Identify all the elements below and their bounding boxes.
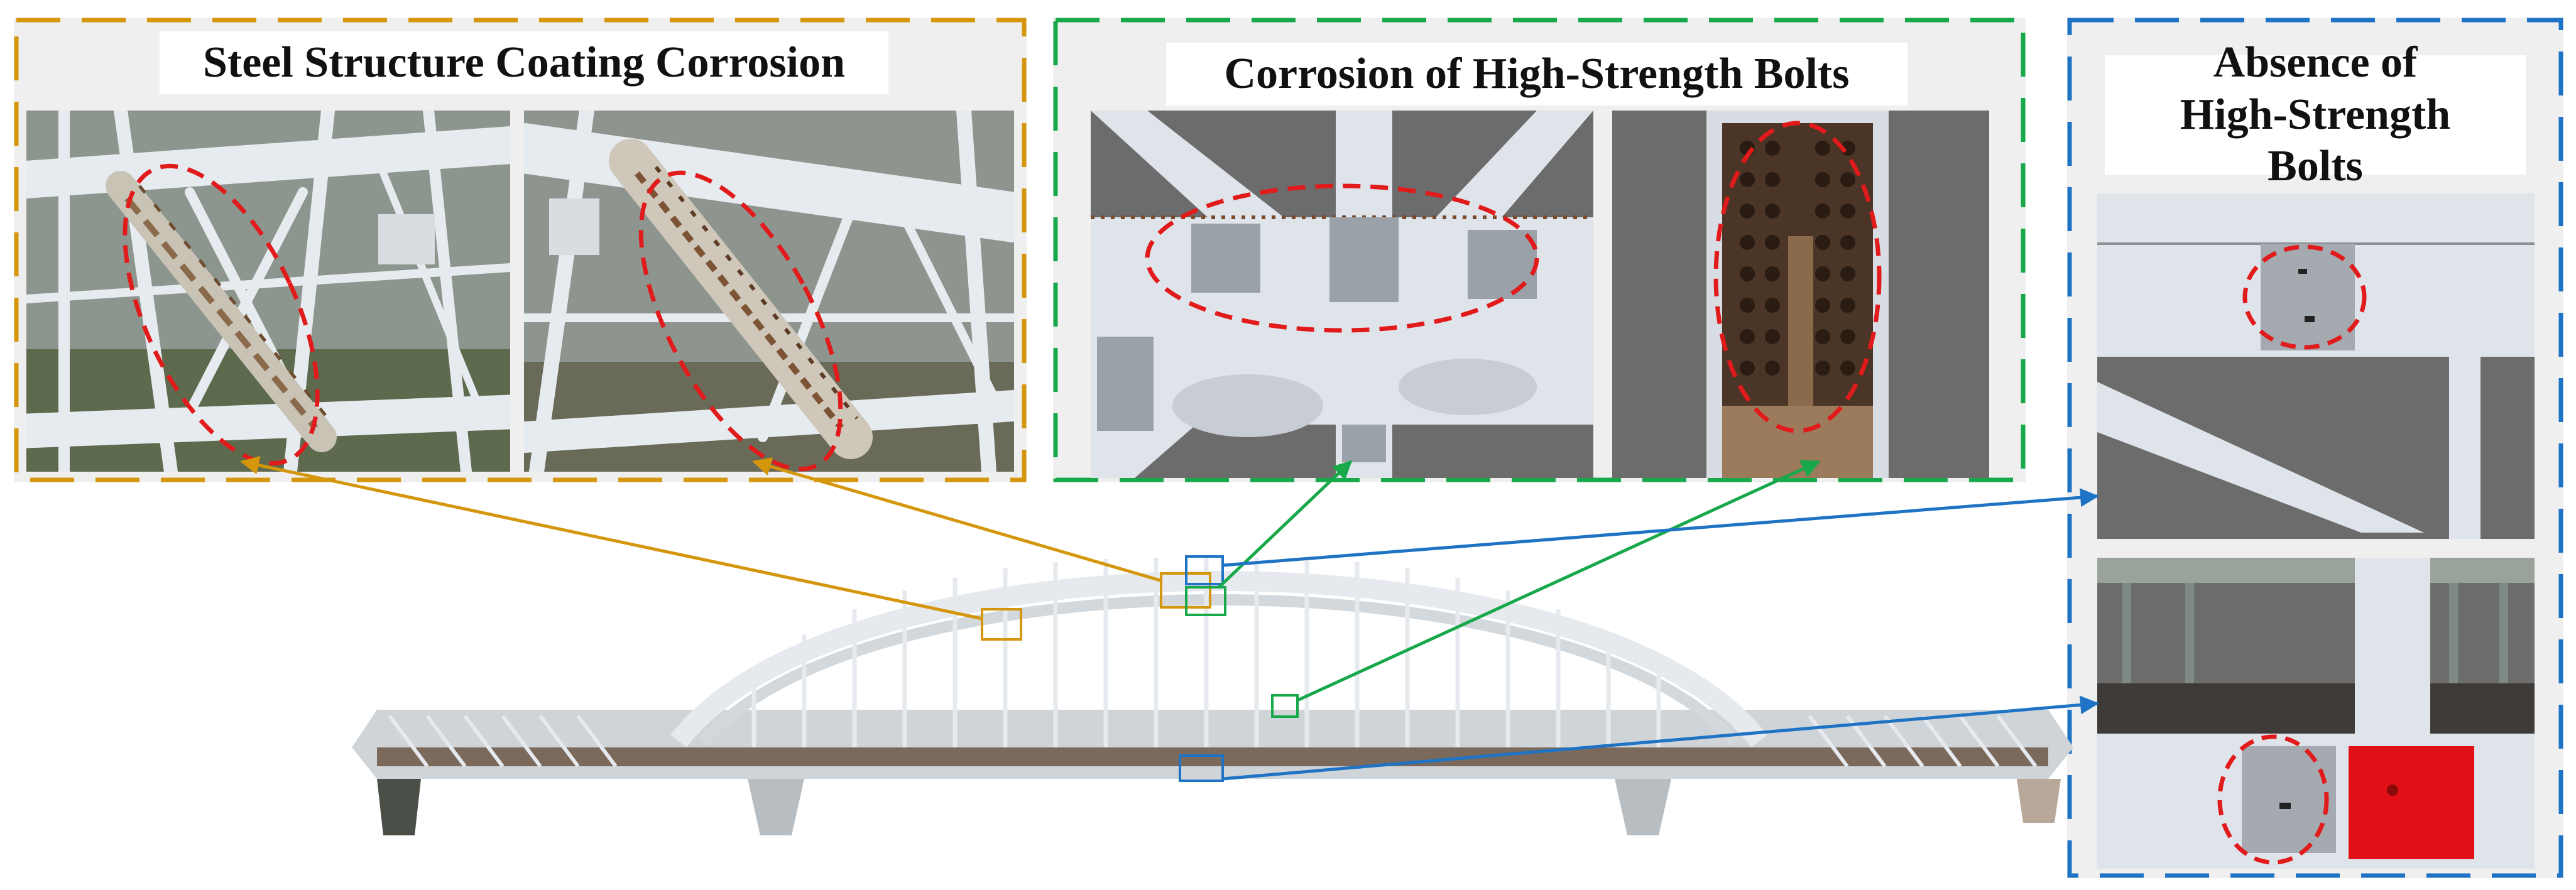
bolt-corrosion-photo-1 — [1091, 111, 1593, 478]
coating-corrosion-group: Steel Structure Coating Corrosion — [14, 18, 1027, 482]
bolt-corrosion-group: Corrosion of High-Strength Bolts — [1053, 18, 2026, 482]
coating-corrosion-title: Steel Structure Coating Corrosion — [160, 31, 888, 94]
bolt-absence-group: Absence of High-Strength Bolts — [2067, 18, 2563, 878]
coating-photo-1 — [26, 111, 510, 472]
bolt-absence-title: Absence of High-Strength Bolts — [2105, 38, 2526, 190]
bolt-absence-photo-2 — [2097, 558, 2535, 869]
bolt-corrosion-title: Corrosion of High-Strength Bolts — [1166, 43, 1907, 106]
bolt-absence-photo-1 — [2097, 193, 2535, 539]
bridge-3d-model — [352, 558, 2073, 835]
coating-photo-2 — [524, 111, 1014, 472]
bolt-corrosion-photo-2 — [1612, 111, 1989, 478]
